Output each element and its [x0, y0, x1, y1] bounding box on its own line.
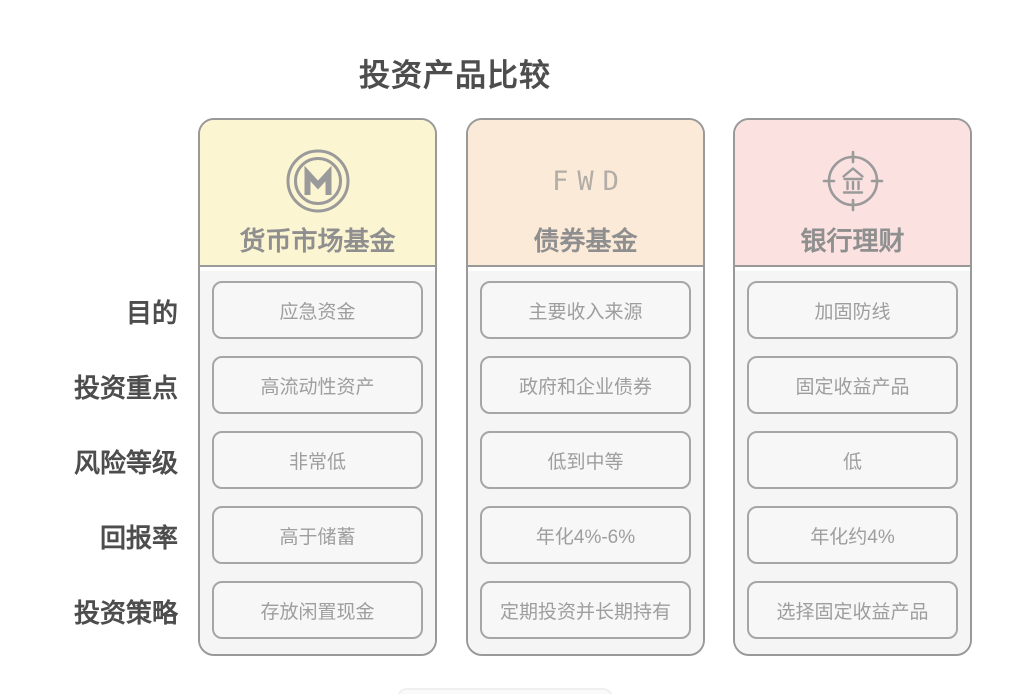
row-label-risk-level: 风险等级: [73, 448, 178, 478]
cell-chip: 年化约4%: [747, 506, 958, 564]
cell-chip: 高流动性资产: [212, 356, 423, 414]
row-label-return-rate: 回报率: [99, 523, 178, 553]
column-title: 货币市场基金: [239, 226, 396, 256]
column-title: 银行理财: [800, 226, 905, 256]
cell-chip: 高于储蓄: [212, 506, 423, 564]
cell-chip: 固定收益产品: [747, 356, 958, 414]
column-header: 货币市场基金: [200, 120, 435, 267]
column-body: 主要收入来源 政府和企业债券 低到中等 年化4%-6% 定期投资并长期持有: [468, 267, 703, 654]
column-header: 银行理财: [735, 120, 970, 267]
column-bank-wealth-management: 银行理财 加固防线 固定收益产品 低 年化约4% 选择固定收益产品: [733, 118, 972, 656]
cell-chip: 非常低: [212, 431, 423, 489]
column-body: 应急资金 高流动性资产 非常低 高于储蓄 存放闲置现金: [200, 267, 435, 654]
fwd-logo: FWD: [552, 165, 628, 197]
cell-chip: 定期投资并长期持有: [480, 581, 691, 639]
bank-target-icon: [820, 148, 886, 214]
row-label-purpose: 目的: [125, 298, 178, 328]
cell-chip: 应急资金: [212, 281, 423, 339]
cell-chip: 低: [747, 431, 958, 489]
cell-chip: 存放闲置现金: [212, 581, 423, 639]
column-title: 债券基金: [533, 226, 638, 256]
page-title: 投资产品比较: [359, 58, 551, 93]
cell-chip: 选择固定收益产品: [747, 581, 958, 639]
cell-chip: 主要收入来源: [480, 281, 691, 339]
cell-chip: 政府和企业债券: [480, 356, 691, 414]
cutoff-box-bottom: [397, 688, 613, 694]
monero-coin-icon: [285, 148, 351, 214]
column-body: 加固防线 固定收益产品 低 年化约4% 选择固定收益产品: [735, 267, 970, 654]
column-money-market-fund: 货币市场基金 应急资金 高流动性资产 非常低 高于储蓄 存放闲置现金: [198, 118, 437, 656]
row-label-investment-focus: 投资重点: [73, 373, 178, 403]
column-header: FWD 债券基金: [468, 120, 703, 267]
cell-chip: 年化4%-6%: [480, 506, 691, 564]
row-label-strategy: 投资策略: [73, 598, 178, 628]
column-bond-fund: FWD 债券基金 主要收入来源 政府和企业债券 低到中等 年化4%-6% 定期投…: [466, 118, 705, 656]
cell-chip: 低到中等: [480, 431, 691, 489]
cell-chip: 加固防线: [747, 281, 958, 339]
